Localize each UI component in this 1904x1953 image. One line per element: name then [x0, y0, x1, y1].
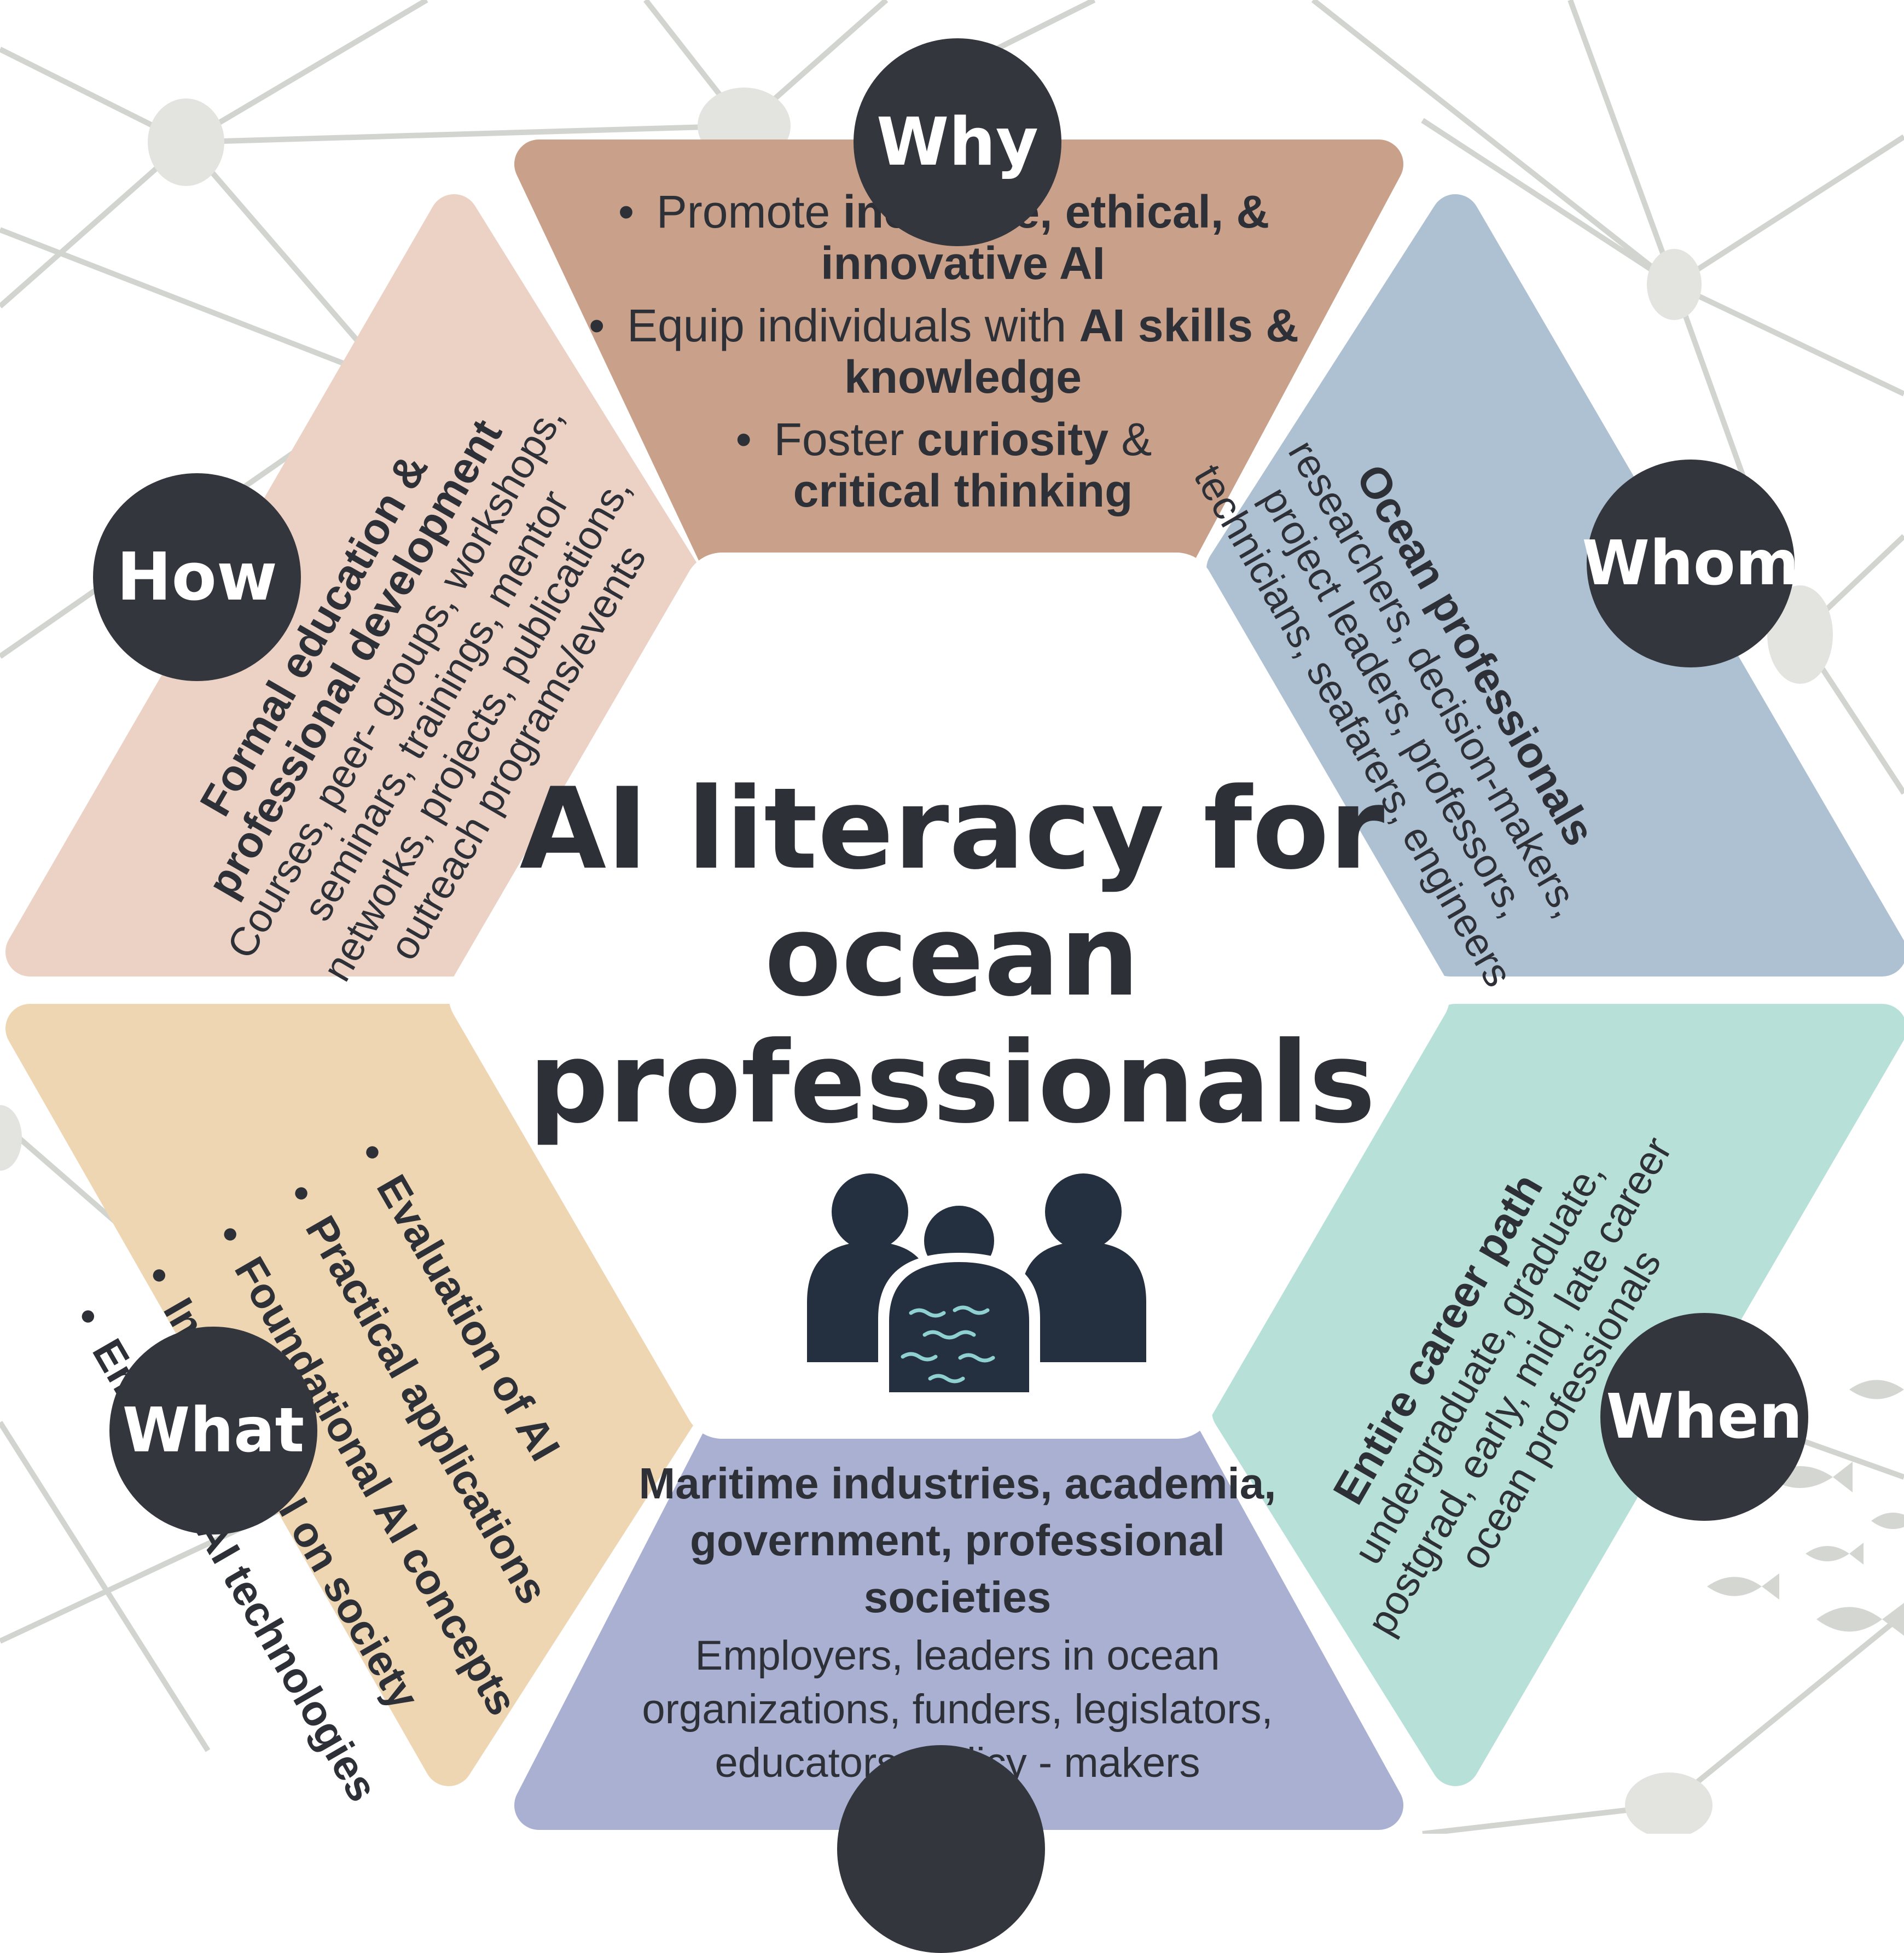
why-item-2: Equip individuals with AI skills & knowl…	[558, 300, 1368, 403]
whom-badge: Whom	[1582, 460, 1799, 667]
who-text: Maritime industries, academia, governmen…	[591, 1455, 1324, 1790]
people-group-ocean-icon	[807, 1173, 1146, 1392]
why-badge: Why	[854, 38, 1061, 246]
how-badge: How	[93, 473, 301, 681]
who-heading: Maritime industries, academia, governmen…	[638, 1459, 1276, 1621]
who-badge	[837, 1745, 1045, 1953]
why-text: Promote inclusive, ethical, & innovative…	[558, 186, 1368, 516]
network-background	[0, 0, 1904, 1834]
infographic: AI literacy for ocean professionals Prom…	[0, 0, 1904, 1834]
segment-when	[1212, 1004, 1904, 1786]
page-title: AI literacy for ocean professionals	[519, 764, 1385, 1148]
what-badge: What	[109, 1327, 317, 1535]
why-item-3: Foster curiosity & critical thinking	[558, 414, 1368, 516]
center-hexagon	[449, 553, 1450, 1439]
when-badge: When	[1600, 1313, 1808, 1521]
